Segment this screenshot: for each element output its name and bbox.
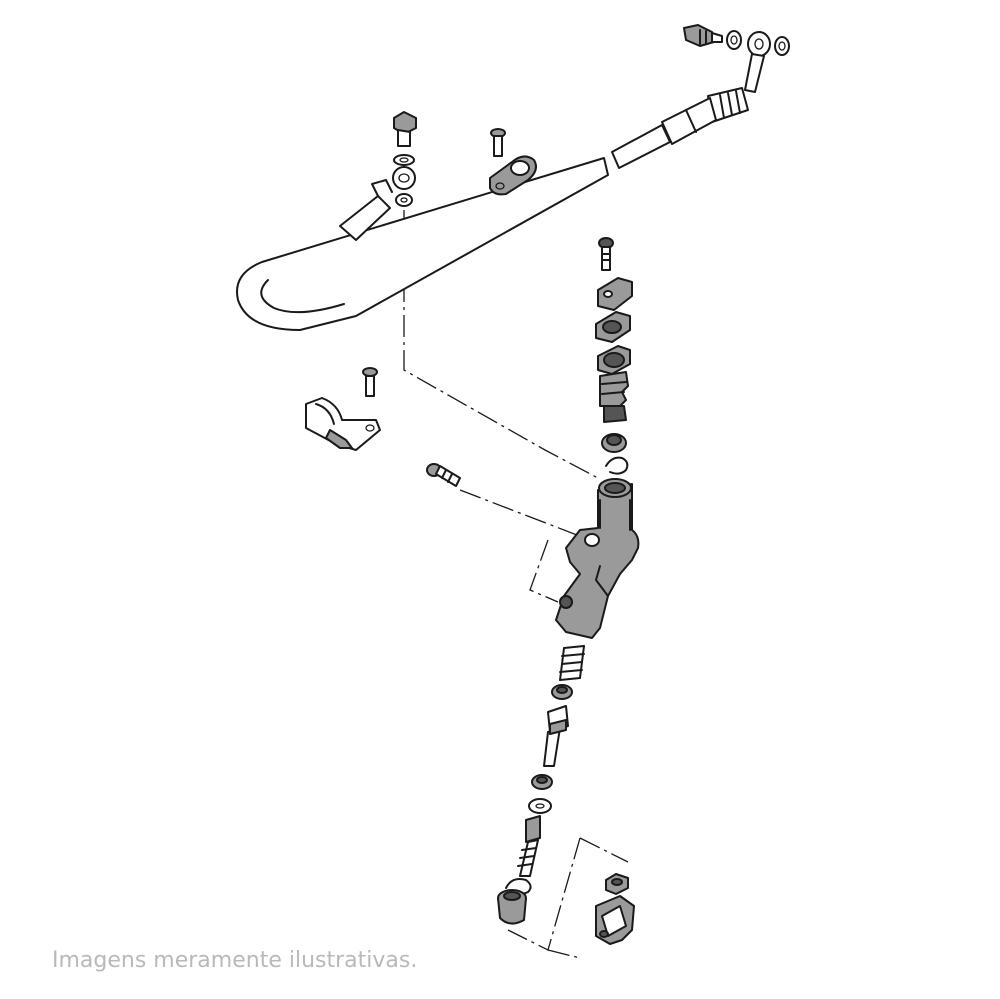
- grommet: [601, 433, 627, 453]
- piston-seal: [551, 684, 573, 700]
- banjo-bolt-lower: [393, 111, 417, 207]
- mounting-bolt: [426, 463, 461, 487]
- piston: [543, 705, 569, 767]
- cap-bolt: [598, 237, 614, 271]
- hose-clamp-upper: [489, 155, 537, 196]
- disclaimer-caption: Imagens meramente ilustrativas.: [52, 948, 418, 973]
- clamp-screw-upper: [490, 128, 506, 157]
- return-spring: [559, 645, 585, 681]
- dust-boot: [497, 889, 527, 925]
- clevis-nut: [605, 873, 629, 895]
- copper-washer-upper: [726, 30, 790, 56]
- hose-clamp-bracket: [305, 397, 381, 451]
- clevis: [595, 895, 635, 945]
- master-cylinder-body: [555, 478, 640, 639]
- brake-hose: [236, 31, 771, 331]
- seal-washer: [528, 798, 552, 814]
- diaphragm: [597, 345, 631, 375]
- reservoir-cap: [597, 277, 633, 311]
- cap-gasket: [595, 311, 631, 343]
- clamp-screw-lower: [362, 367, 378, 397]
- primary-cup: [531, 774, 553, 790]
- banjo-bolt-upper: [683, 24, 723, 47]
- circlip: [605, 456, 629, 475]
- push-rod: [517, 815, 541, 877]
- boot: [599, 371, 629, 423]
